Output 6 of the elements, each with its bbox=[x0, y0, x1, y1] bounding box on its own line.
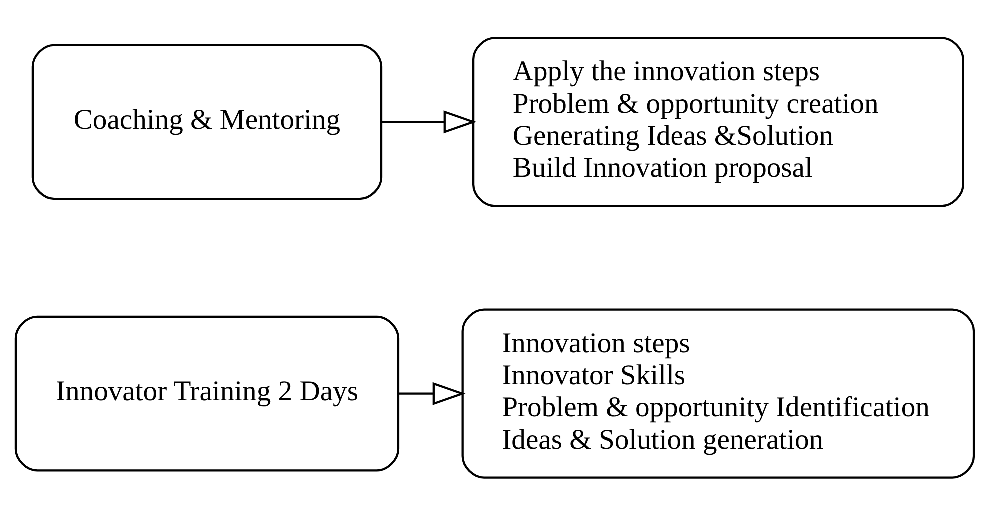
arrow bbox=[382, 110, 477, 134]
node-box: Coaching & Mentoring bbox=[32, 44, 383, 200]
node-box: Innovation steps Innovator Skills Problem & opportunity Identification Ideas & Solution generation bbox=[462, 308, 976, 479]
node-box: Innovator Training 2 Days bbox=[14, 316, 400, 472]
node-box: Apply the innovation steps Problem & opportunity creation Generating Ideas &Solution Build Innovation proposal bbox=[472, 37, 964, 208]
arrow bbox=[398, 382, 466, 406]
